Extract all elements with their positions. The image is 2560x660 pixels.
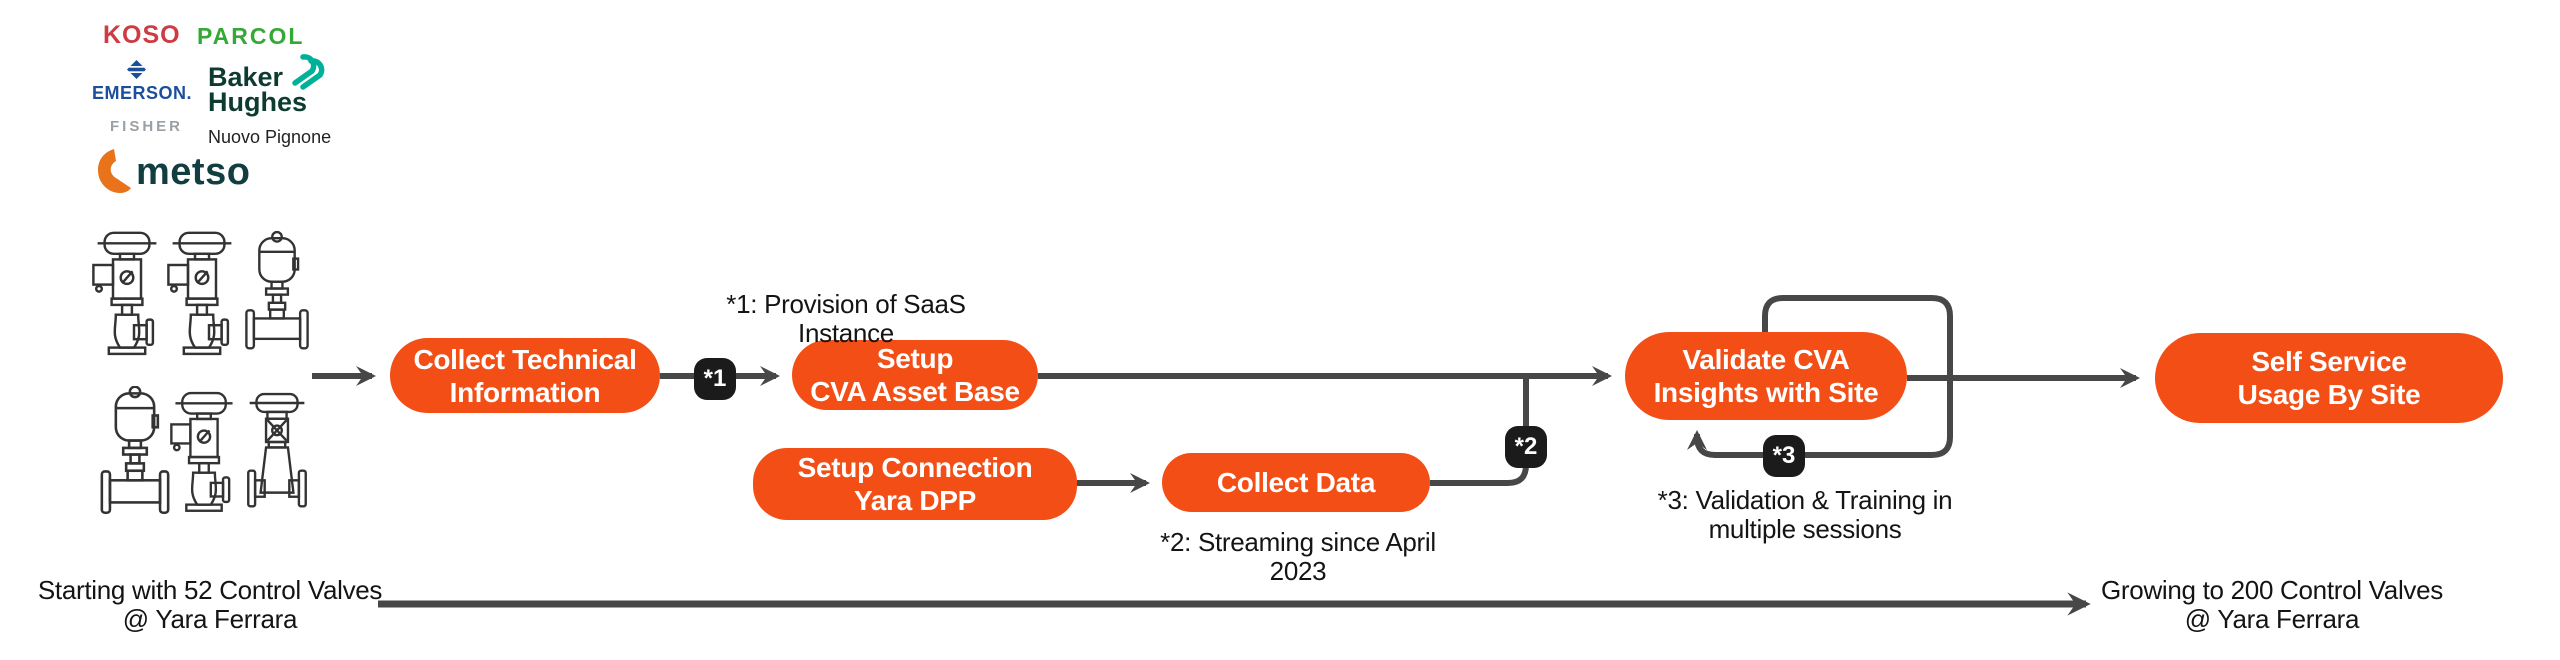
control-valve-icon <box>100 386 170 515</box>
node-collect-data: Collect Data <box>1162 453 1430 512</box>
node-self-service-usage-by-site: Self Service Usage By Site <box>2155 333 2503 423</box>
control-valve-icon <box>92 231 158 356</box>
node-label: Validate CVA <box>1682 344 1850 375</box>
logo-baker-hughes-line2: Hughes <box>208 87 308 117</box>
node-label: Usage By Site <box>2237 379 2421 410</box>
annotation-line: *1: Provision of SaaS Instance <box>726 289 966 348</box>
node-label: Information <box>449 376 601 408</box>
timeline-start-label: Starting with 52 Control Valves @ Yara F… <box>28 576 392 634</box>
annotation-saas-instance: *1: Provision of SaaS Instance <box>676 290 1016 348</box>
timeline-end-line2: @ Yara Ferrara <box>2184 604 2360 634</box>
logo-nuovo-pignone: Nuovo Pignone <box>208 127 332 147</box>
control-valve-icon <box>167 231 233 356</box>
logo-metso: metso <box>136 151 251 193</box>
control-valves-illustration <box>92 230 309 515</box>
logo-parcol: PARCOL <box>197 23 305 49</box>
node-label: Collect Data <box>1216 467 1376 498</box>
node-label: Setup <box>876 343 954 374</box>
annotation-validation-training: *3: Validation & Training in multiple se… <box>1640 486 1970 544</box>
badge-note-3: *3 <box>1763 435 1805 477</box>
logo-emerson: EMERSON. <box>92 83 193 103</box>
annotation-line: *2: Streaming since April <box>1160 527 1436 557</box>
metso-swoosh-icon <box>98 149 131 193</box>
timeline-start-line2: @ Yara Ferrara <box>122 604 298 634</box>
logo-baker-hughes: Baker Hughes <box>208 62 308 117</box>
node-setup-cva-asset-base: Setup CVA Asset Base <box>792 340 1038 410</box>
node-label: Self Service <box>2251 346 2407 377</box>
timeline-end-line1: Growing to 200 Control Valves <box>2101 575 2443 605</box>
control-valve-icon <box>246 392 308 508</box>
node-label: CVA Asset Base <box>810 376 1020 407</box>
node-label: Insights with Site <box>1653 377 1879 408</box>
badge-note-1: *1 <box>694 358 736 400</box>
badge-note-2: *2 <box>1505 426 1547 468</box>
baker-hughes-arc-icon <box>292 54 325 90</box>
node-label: Yara DPP <box>853 485 977 516</box>
annotation-line: multiple sessions <box>1708 514 1902 544</box>
annotation-streaming: *2: Streaming since April 2023 <box>1140 528 1456 586</box>
timeline-end-label: Growing to 200 Control Valves @ Yara Fer… <box>2090 576 2454 634</box>
control-valve-icon <box>245 230 309 350</box>
node-label: Collect Technical <box>413 343 637 375</box>
logo-baker-hughes-line1: Baker <box>208 62 284 92</box>
timeline-start-line1: Starting with 52 Control Valves <box>37 575 383 605</box>
node-label: Setup Connection <box>797 452 1033 483</box>
node-setup-connection-yara-dpp: Setup Connection Yara DPP <box>753 448 1077 520</box>
node-collect-technical-information: Collect Technical Information <box>390 338 660 413</box>
flow-connectors <box>312 295 2140 616</box>
annotation-line: 2023 <box>1269 556 1327 586</box>
annotation-line: *3: Validation & Training in <box>1657 485 1953 515</box>
control-valve-icon <box>170 391 234 512</box>
logo-koso: KOSO <box>103 21 181 49</box>
emerson-diamond-icon <box>127 60 146 79</box>
logo-fisher: FISHER <box>110 118 184 135</box>
node-validate-cva-insights-with-site: Validate CVA Insights with Site <box>1625 332 1907 420</box>
